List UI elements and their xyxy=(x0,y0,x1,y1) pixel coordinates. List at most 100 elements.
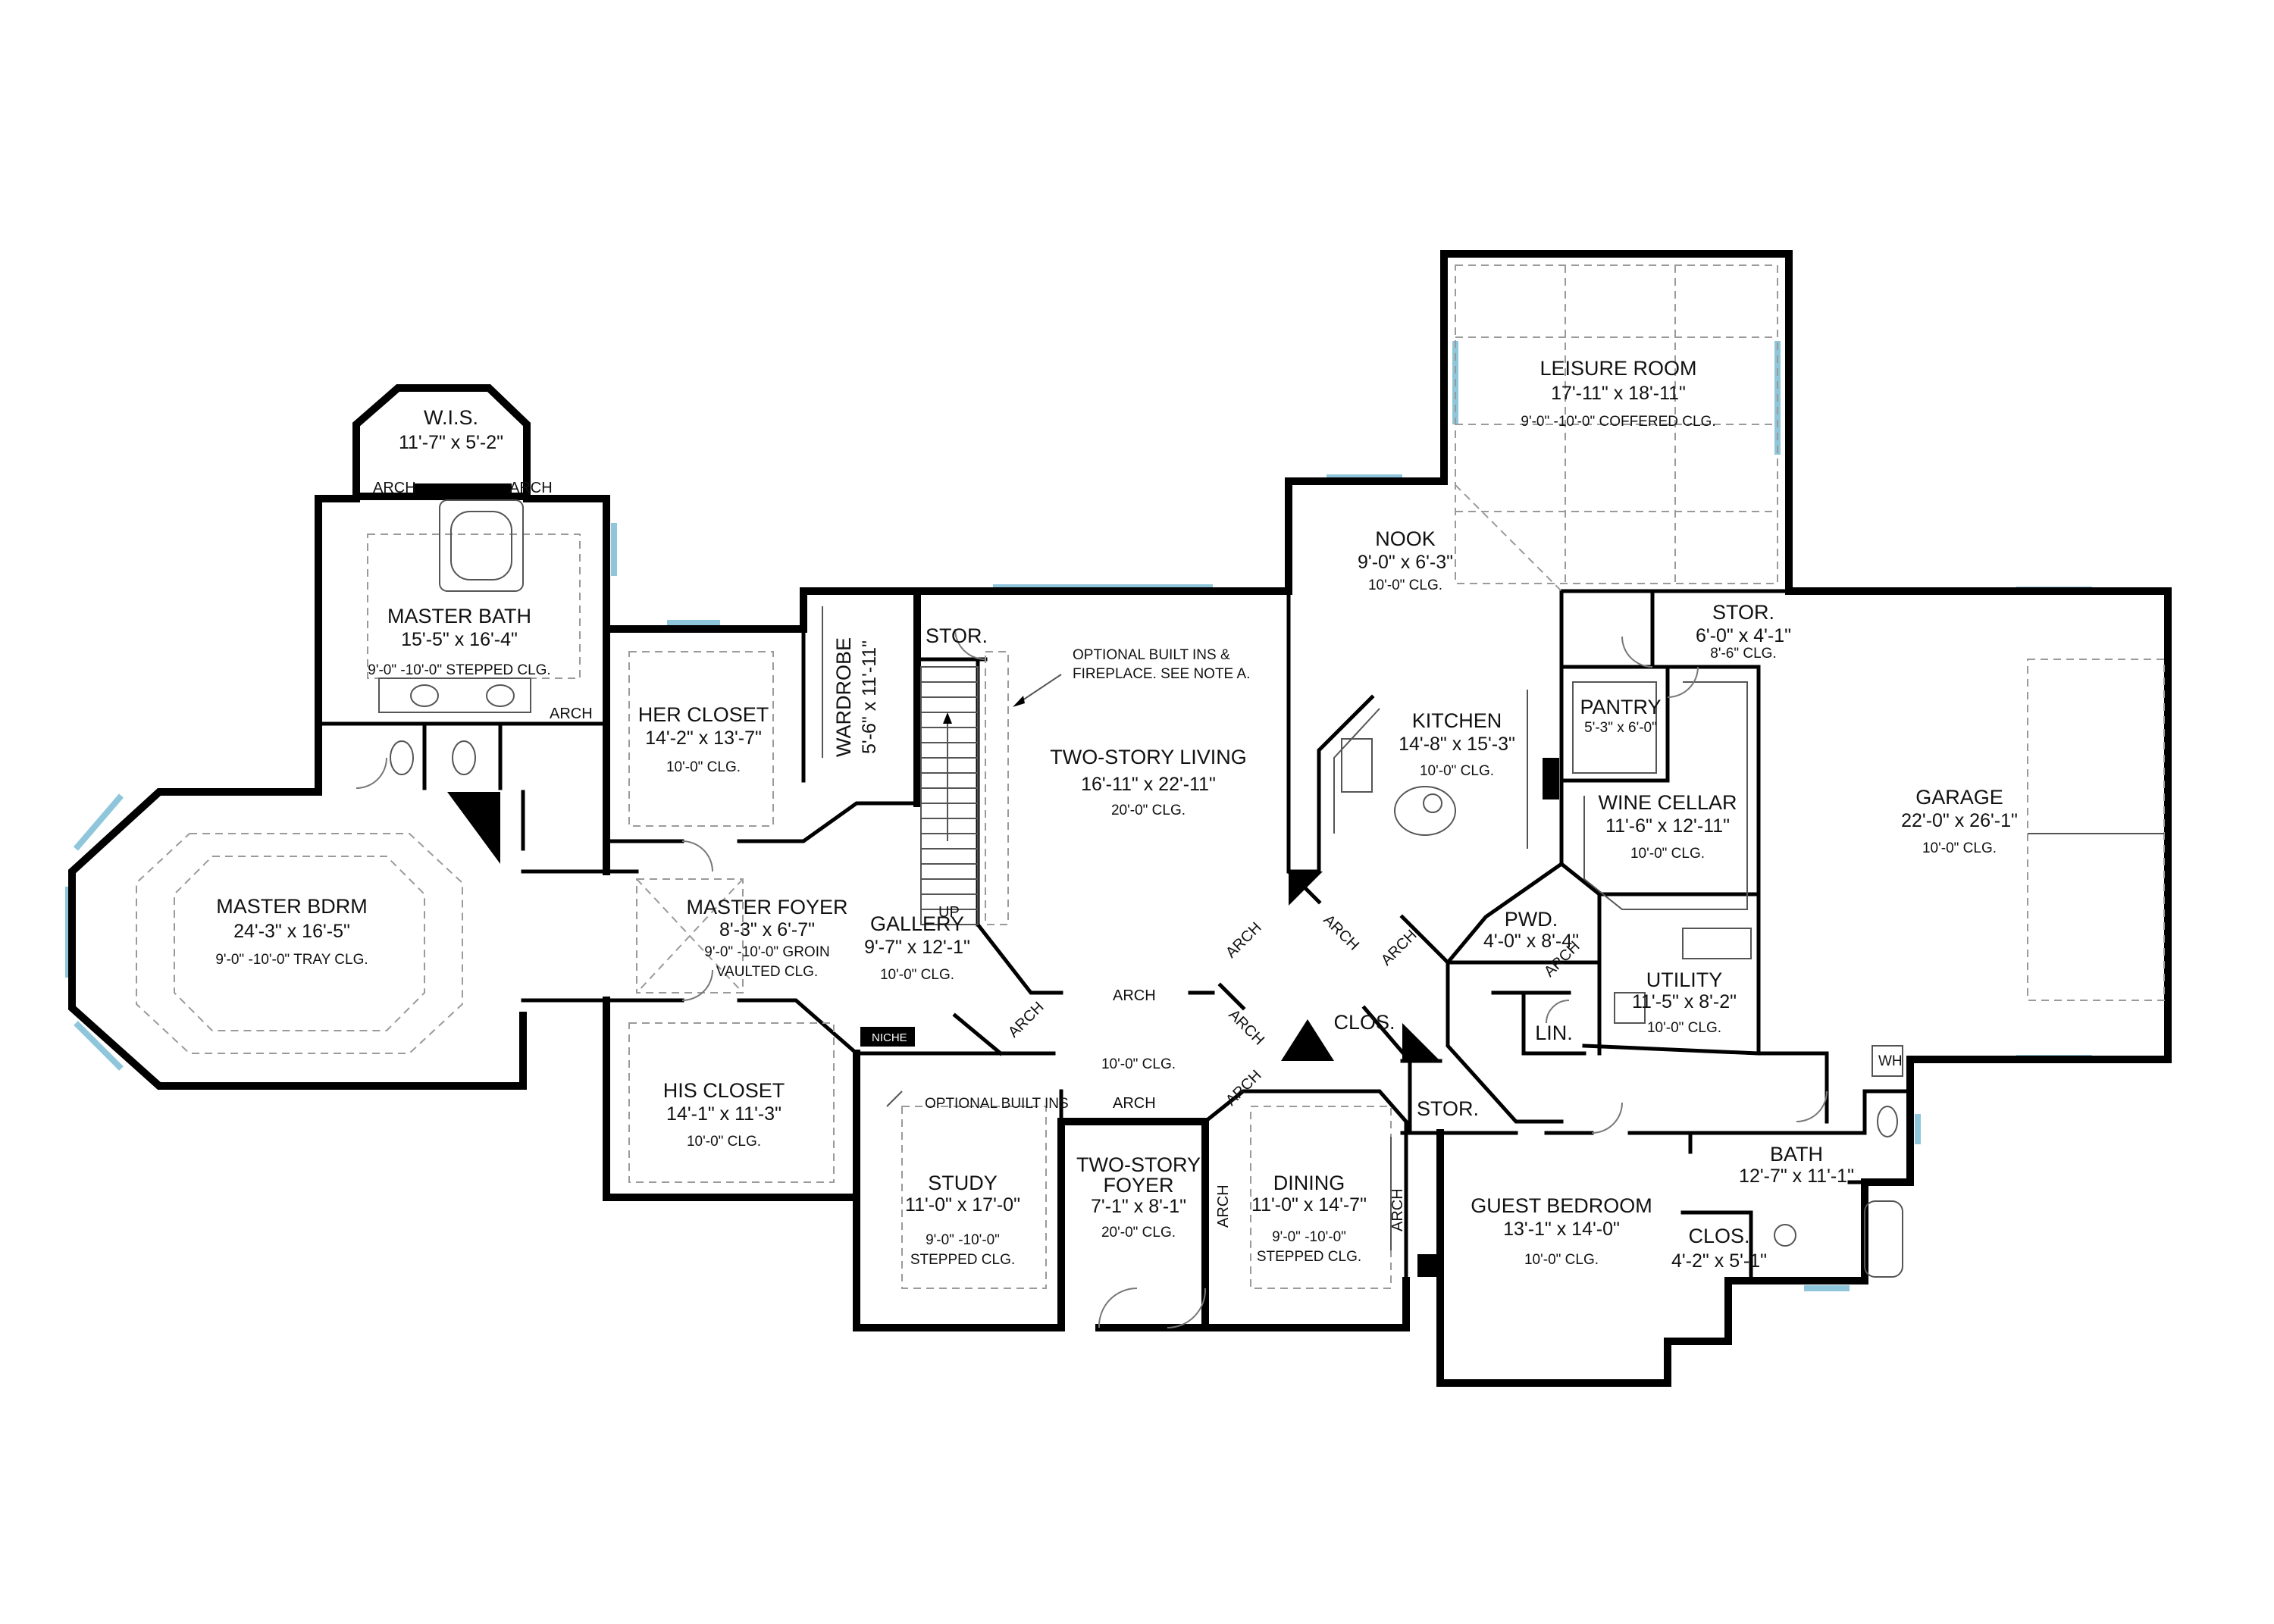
his-closet-dims: 14'-1" x 11'-3" xyxy=(666,1103,781,1125)
leisure-room-name: LEISURE ROOM xyxy=(1539,357,1696,380)
nook-clg: 10'-0" CLG. xyxy=(1368,577,1442,593)
arch-tag: ARCH xyxy=(1223,1067,1265,1109)
wardrobe-dims: 5'-6" x 11'-11" xyxy=(859,640,880,754)
two-story-foyer-dims: 7'-1" x 8'-1" xyxy=(1091,1196,1186,1217)
utility-clg: 10'-0" CLG. xyxy=(1647,1020,1721,1036)
clos-hall-name: CLOS. xyxy=(1333,1011,1395,1034)
clos-guest-name: CLOS. xyxy=(1688,1225,1749,1247)
master-foyer-clg1: 9'-0" -10'-0" GROIN xyxy=(704,944,829,960)
two-story-foyer-clg: 20'-0" CLG. xyxy=(1101,1225,1176,1241)
master-foyer-dims: 8'-3" x 6'-7" xyxy=(719,919,815,940)
two-story-living-dims: 16'-11" x 22'-11" xyxy=(1081,774,1216,795)
arch-tag: ARCH xyxy=(1225,1006,1267,1049)
pwd-name: PWD. xyxy=(1505,908,1558,931)
stor-top-clg: 8'-6" CLG. xyxy=(1710,646,1776,662)
study-dims: 11'-0" x 17'-0" xyxy=(905,1194,1020,1216)
dining-clg1: 9'-0" -10'-0" xyxy=(1272,1229,1346,1245)
bath-name: BATH xyxy=(1770,1143,1823,1166)
solid-blocks xyxy=(413,483,1440,1277)
room-labels: W.I.S. 11'-7" x 5'-2" MASTER BATH 15'-5"… xyxy=(215,357,2018,1272)
master-bath-name: MASTER BATH xyxy=(387,605,531,627)
pantry-dims: 5'-3" x 6'-0" xyxy=(1584,720,1657,736)
wardrobe-name: WARDROBE xyxy=(832,637,855,757)
her-closet-name: HER CLOSET xyxy=(638,703,769,726)
clos-guest-dims: 4'-2" x 5'-1" xyxy=(1671,1250,1767,1272)
notes: OPTIONAL BUILT INS & FIREPLACE. SEE NOTE… xyxy=(925,647,1250,1112)
his-closet-name: HIS CLOSET xyxy=(663,1079,785,1102)
leisure-room-clg: 9'-0" -10'-0" COFFERED CLG. xyxy=(1521,414,1715,430)
dining-dims: 11'-0" x 14'-7" xyxy=(1251,1194,1367,1216)
utility-dims: 11'-5" x 8'-2" xyxy=(1632,991,1737,1012)
master-bdrm-dims: 24'-3" x 16'-5" xyxy=(233,921,350,942)
pwd-dims: 4'-0" x 8'-4" xyxy=(1483,931,1579,952)
garage-clg: 10'-0" CLG. xyxy=(1922,840,1997,856)
note-builtins-fireplace-line2: FIREPLACE. SEE NOTE A. xyxy=(1073,666,1250,682)
arch-tag: ARCH xyxy=(1113,1095,1156,1112)
arch-tag: ARCH xyxy=(1215,1184,1232,1228)
arch-tag: ARCH xyxy=(1005,999,1048,1041)
niche-tag: NICHE xyxy=(872,1031,907,1044)
two-story-foyer-name1: TWO-STORY xyxy=(1076,1153,1201,1176)
master-bath-clg: 9'-0" -10'-0" STEPPED CLG. xyxy=(368,662,550,678)
two-story-living-name: TWO-STORY LIVING xyxy=(1050,746,1247,768)
leisure-room-dims: 17'-11" x 18'-11" xyxy=(1551,383,1686,404)
wis-dims: 11'-7" x 5'-2" xyxy=(399,432,503,453)
master-bdrm-name: MASTER BDRM xyxy=(216,895,368,918)
note-builtins-fireplace-line1: OPTIONAL BUILT INS & xyxy=(1073,647,1230,663)
arch-tag: ARCH xyxy=(373,480,416,496)
wine-cellar-dims: 11'-6" x 12'-11" xyxy=(1605,815,1730,837)
arch-tag: ARCH xyxy=(550,706,593,722)
study-name: STUDY xyxy=(928,1172,998,1194)
study-clg2: STEPPED CLG. xyxy=(910,1252,1015,1268)
arch-tag: ARCH xyxy=(509,480,553,496)
dining-clg2: STEPPED CLG. xyxy=(1257,1249,1361,1265)
stor-top-dims: 6'-0" x 4'-1" xyxy=(1696,625,1791,646)
fixtures xyxy=(136,264,2165,1289)
guest-bedroom-name: GUEST BEDROOM xyxy=(1471,1194,1652,1217)
arch-tag: ARCH xyxy=(1320,912,1362,954)
entry-hall-clg: 10'-0" CLG. xyxy=(1101,1056,1176,1072)
two-story-foyer-name2: FOYER xyxy=(1103,1174,1173,1197)
dining-name: DINING xyxy=(1273,1172,1345,1194)
stor-stair-name: STOR. xyxy=(926,624,988,647)
study-clg1: 9'-0" -10'-0" xyxy=(926,1232,1000,1248)
coffered-ceiling xyxy=(1455,264,1778,592)
pantry-name: PANTRY xyxy=(1580,696,1661,718)
nook-name: NOOK xyxy=(1375,527,1436,550)
arch-tag: ARCH xyxy=(1389,1188,1406,1231)
wh-tag: WH xyxy=(1878,1053,1903,1069)
two-story-living-clg: 20'-0" CLG. xyxy=(1111,803,1186,818)
lin-name: LIN. xyxy=(1535,1022,1573,1044)
gallery-name: GALLERY xyxy=(870,912,964,935)
his-closet-clg: 10'-0" CLG. xyxy=(687,1134,761,1150)
kitchen-name: KITCHEN xyxy=(1412,709,1502,732)
her-closet-dims: 14'-2" x 13'-7" xyxy=(645,728,762,749)
doors xyxy=(356,628,1828,1328)
bath-dims: 12'-7" x 11'-1" xyxy=(1739,1166,1854,1187)
gallery-dims: 9'-7" x 12'-1" xyxy=(864,937,970,958)
her-closet-clg: 10'-0" CLG. xyxy=(666,759,741,775)
utility-name: UTILITY xyxy=(1646,968,1723,991)
nook-dims: 9'-0" x 6'-3" xyxy=(1358,552,1453,573)
wis-name: W.I.S. xyxy=(424,406,478,429)
note-optional-builtins: OPTIONAL BUILT INS xyxy=(925,1096,1069,1112)
arch-tag: ARCH xyxy=(1378,927,1420,969)
arch-tag: ARCH xyxy=(1223,919,1265,962)
arch-tag: ARCH xyxy=(1113,987,1156,1004)
staircase xyxy=(920,666,979,925)
wine-cellar-clg: 10'-0" CLG. xyxy=(1630,846,1705,862)
master-foyer-name: MASTER FOYER xyxy=(686,896,847,918)
wine-cellar-name: WINE CELLAR xyxy=(1598,791,1737,814)
guest-bedroom-dims: 13'-1" x 14'-0" xyxy=(1503,1219,1620,1240)
master-bdrm-clg: 9'-0" -10'-0" TRAY CLG. xyxy=(215,952,368,968)
master-bath-dims: 15'-5" x 16'-4" xyxy=(401,629,518,650)
gallery-clg: 10'-0" CLG. xyxy=(880,967,954,983)
kitchen-dims: 14'-8" x 15'-3" xyxy=(1399,734,1515,755)
kitchen-clg: 10'-0" CLG. xyxy=(1420,763,1494,779)
stor-hall-name: STOR. xyxy=(1417,1097,1479,1120)
garage-dims: 22'-0" x 26'-1" xyxy=(1901,810,2018,831)
guest-bedroom-clg: 10'-0" CLG. xyxy=(1524,1252,1599,1268)
master-foyer-clg2: VAULTED CLG. xyxy=(716,964,818,980)
stor-top-name: STOR. xyxy=(1712,601,1774,624)
